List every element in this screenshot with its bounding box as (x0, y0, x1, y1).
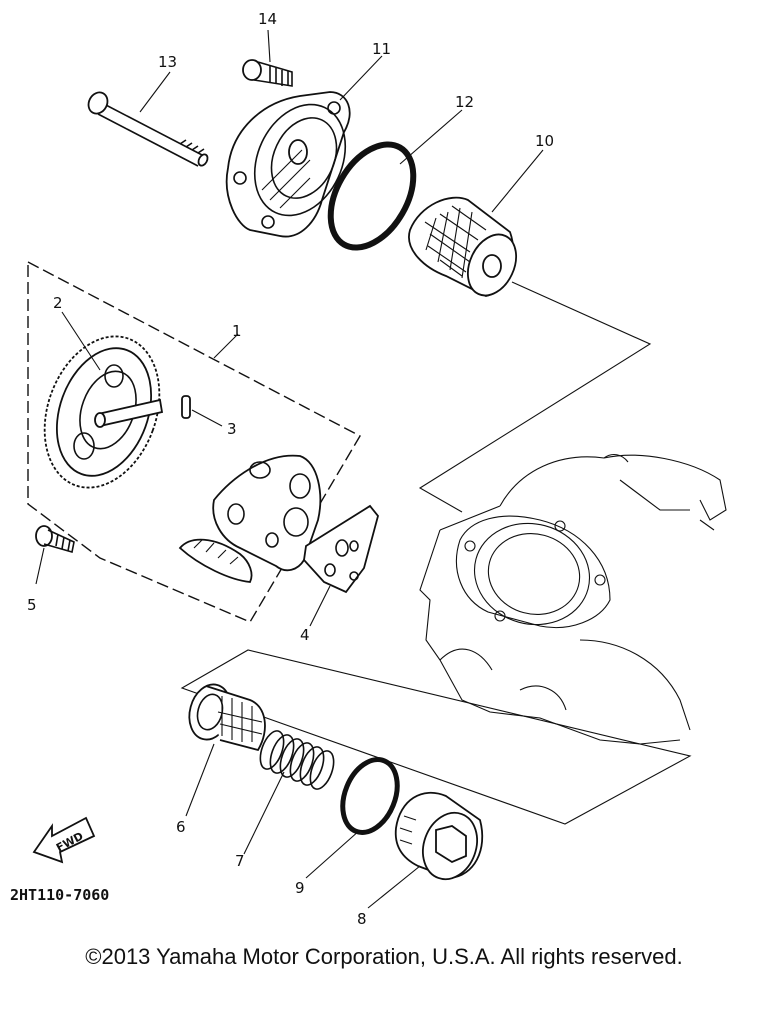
part-label-10: 10 (535, 132, 554, 150)
part-3-pin (181, 395, 191, 419)
leader-lines (35, 29, 544, 909)
part-label-11: 11 (372, 40, 391, 58)
copyright-notice: ©2013 Yamaha Motor Corporation, U.S.A. A… (85, 944, 683, 969)
crankcase-outline (419, 453, 727, 745)
fwd-arrow-icon: FWD (32, 816, 96, 864)
oil-pump-assembly-outline (27, 260, 361, 623)
filter-group-outline (418, 281, 652, 513)
part-13-long-bolt (87, 91, 209, 167)
part-8-drain-plug (394, 791, 484, 881)
oil-pump-body (178, 454, 322, 583)
part-label-14: 14 (258, 10, 277, 28)
part-9-o-ring (340, 757, 400, 835)
part-label-1: 1 (232, 322, 242, 340)
part-label-2: 2 (53, 294, 63, 312)
part-label-7: 7 (235, 852, 245, 870)
part-12-o-ring (327, 141, 417, 251)
part-label-9: 9 (295, 879, 305, 897)
part-label-13: 13 (158, 53, 177, 71)
part-6-strainer (188, 683, 266, 752)
part-label-4: 4 (300, 626, 310, 644)
part-2-drive-gear (43, 335, 164, 489)
part-label-12: 12 (455, 93, 474, 111)
part-14-short-bolt (242, 59, 293, 87)
part-4-gasket (303, 504, 379, 594)
part-label-8: 8 (357, 910, 367, 928)
part-label-5: 5 (27, 596, 37, 614)
part-label-6: 6 (176, 818, 186, 836)
part-5-screw (35, 525, 75, 554)
strainer-group-outline (180, 649, 692, 825)
part-label-3: 3 (227, 420, 237, 438)
part-7-spring (259, 730, 335, 790)
reference-code: 2HT110-7060 (10, 886, 109, 904)
part-10-oil-filter (408, 196, 517, 297)
part-11-pump-cover (225, 91, 351, 238)
